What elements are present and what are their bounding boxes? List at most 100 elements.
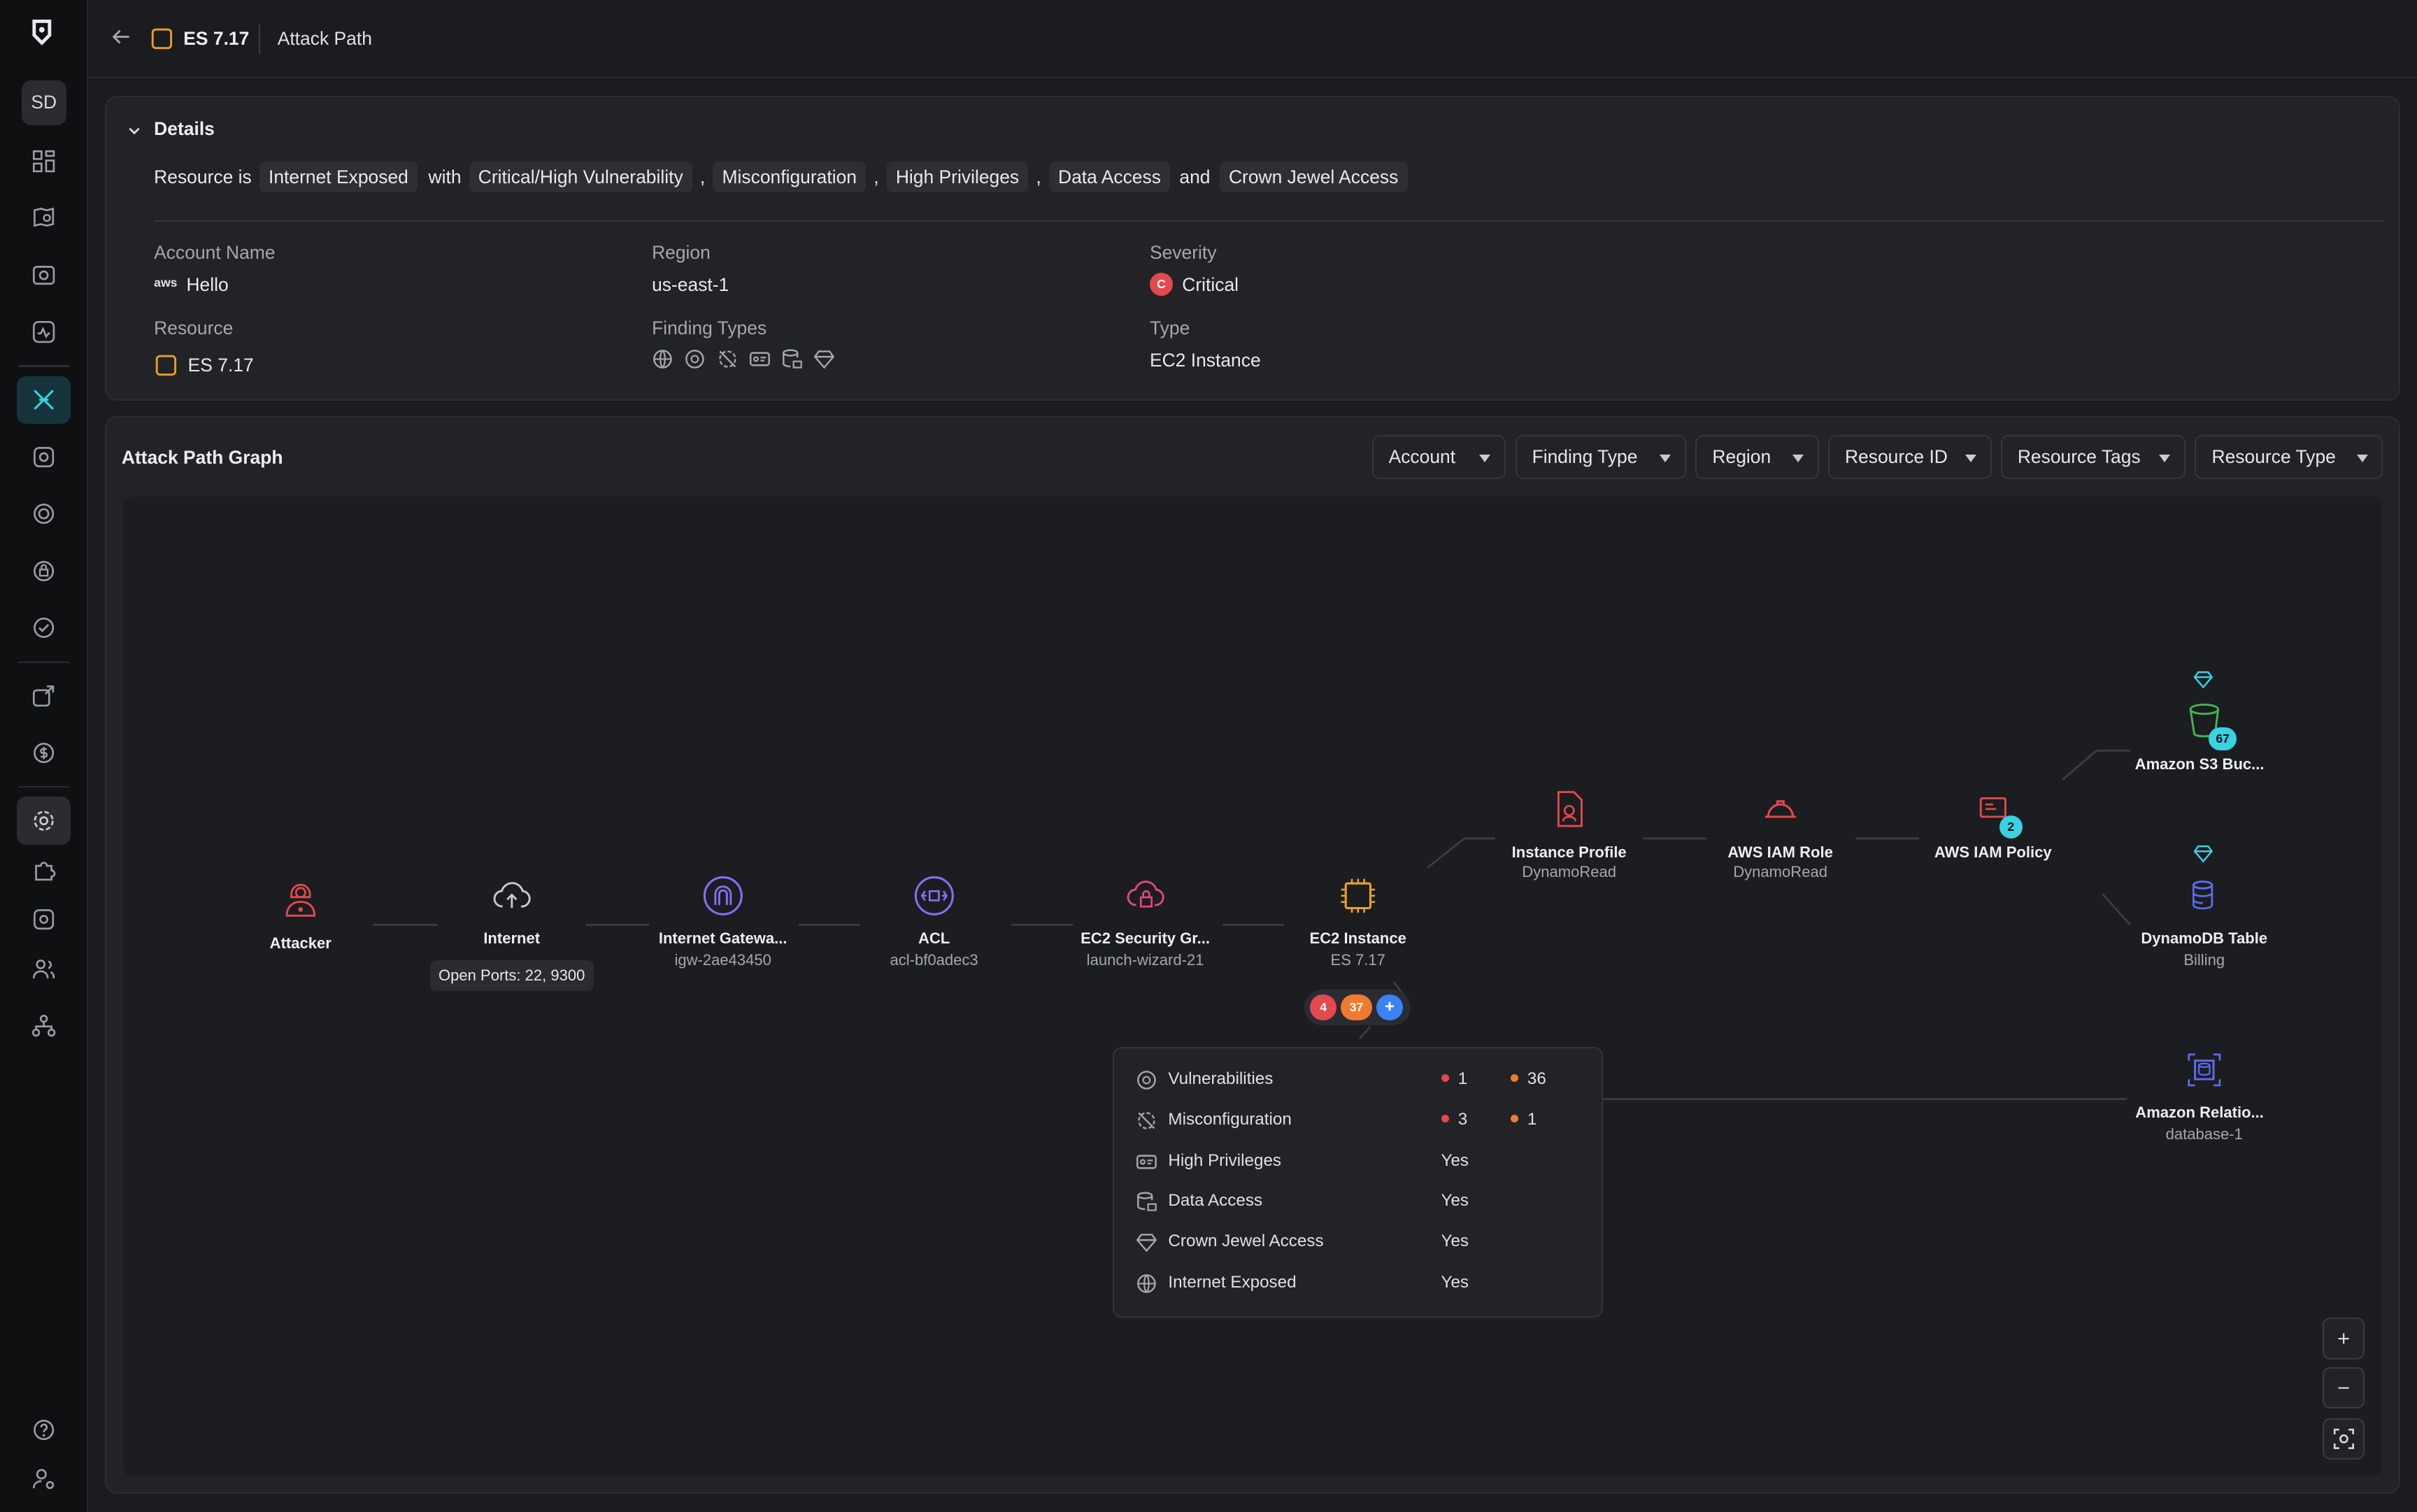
divider (259, 24, 261, 55)
account-name-value: Hello (186, 274, 229, 296)
finding-types-label: Finding Types (652, 317, 767, 338)
popover-value: Yes (1441, 1273, 1469, 1292)
sidebar: SD (0, 0, 88, 1512)
popover-label: Crown Jewel Access (1168, 1231, 1324, 1250)
high-count-badge: 37 (1341, 994, 1372, 1021)
popover-label: Misconfiguration (1168, 1109, 1292, 1129)
filter-account-label: Account (1388, 445, 1456, 467)
data-access-icon (1137, 1192, 1157, 1212)
internet-gateway-icon[interactable] (701, 874, 745, 918)
bug-icon[interactable] (17, 433, 71, 480)
popover-label: Internet Exposed (1168, 1273, 1297, 1292)
settings-gear-icon[interactable] (17, 797, 71, 845)
fit-view-icon (2333, 1428, 2354, 1449)
caret-down-icon (2356, 454, 2368, 462)
ec2-chip-icon (151, 28, 173, 50)
resource-name: ES 7.17 (183, 27, 250, 49)
s3-count-badge: 67 (2209, 727, 2237, 751)
inventory-search-icon[interactable] (17, 194, 71, 242)
user-settings-icon[interactable] (17, 1455, 71, 1503)
findings-popover: Vulnerabilities 1 36 Misconfiguration 3 … (1113, 1046, 1604, 1318)
region-value: us-east-1 (652, 274, 729, 296)
caret-down-icon (2159, 454, 2171, 462)
help-icon[interactable] (17, 1406, 71, 1453)
node-attacker-title: Attacker (269, 934, 331, 952)
filter-resource-tags[interactable]: Resource Tags (2000, 434, 2186, 480)
share-icon[interactable] (17, 672, 71, 720)
ec2-chip-icon (155, 355, 177, 376)
region-label: Region (652, 241, 711, 263)
popover-value: Yes (1441, 1231, 1469, 1250)
node-sg-sub: launch-wizard-21 (1086, 950, 1204, 969)
security-group-icon[interactable] (1124, 874, 1167, 918)
logo-icon[interactable] (28, 18, 56, 46)
node-s3-title: Amazon S3 Buc... (2134, 755, 2265, 773)
target-icon[interactable] (17, 490, 71, 538)
resource-label: Resource (154, 317, 234, 338)
popover-row-vulnerabilities: Vulnerabilities 1 36 (1136, 1068, 1583, 1092)
puzzle-icon[interactable] (17, 846, 71, 894)
filter-resource-id-label: Resource ID (1844, 445, 1948, 467)
popover-label: Vulnerabilities (1168, 1069, 1274, 1089)
camera-icon[interactable] (17, 251, 71, 299)
attack-path-icon[interactable] (17, 376, 71, 425)
filter-resource-type[interactable]: Resource Type (2195, 434, 2383, 480)
rds-icon[interactable] (2183, 1048, 2226, 1092)
divider (154, 220, 2385, 222)
ec2-instance-icon[interactable] (1336, 874, 1380, 918)
filter-resource-id[interactable]: Resource ID (1827, 434, 1992, 480)
node-acl-title: ACL (918, 929, 950, 947)
filter-account[interactable]: Account (1371, 434, 1506, 480)
critical-severity-icon: C (1149, 272, 1173, 296)
account-name-label: Account Name (154, 241, 276, 263)
filter-region[interactable]: Region (1695, 434, 1819, 480)
activity-icon[interactable] (17, 308, 71, 356)
iam-role-hardhat-icon[interactable] (1759, 787, 1802, 831)
fit-view-button[interactable] (2323, 1418, 2365, 1460)
node-policy-title: AWS IAM Policy (1934, 843, 2052, 861)
instance-profile-icon[interactable] (1548, 787, 1591, 831)
open-ports-label: Open Ports: 22, 9300 (429, 960, 594, 992)
chevron-down-icon[interactable] (127, 117, 142, 135)
sentence-comma: , (699, 166, 706, 187)
internet-exposed-icon (1137, 1274, 1156, 1294)
dynamodb-icon[interactable] (2183, 874, 2226, 918)
users-icon[interactable] (17, 945, 71, 992)
acl-icon[interactable] (913, 874, 956, 918)
dashboard-icon[interactable] (17, 137, 71, 185)
node-ec2-sub: ES 7.17 (1330, 950, 1385, 969)
node-rds-title: Amazon Relatio... (2135, 1104, 2264, 1122)
chip-high-privileges: High Privileges (886, 162, 1029, 193)
lock-icon[interactable] (17, 547, 71, 594)
caret-down-icon (1660, 454, 1671, 462)
popover-row-high-privileges: High Privileges Yes (1136, 1150, 1583, 1174)
crown-jewel-icon (2193, 667, 2213, 689)
cost-icon[interactable] (17, 729, 71, 776)
popover-label: High Privileges (1168, 1151, 1282, 1171)
internet-exposed-icon (653, 349, 672, 369)
iam-policy-icon[interactable] (1972, 787, 2015, 831)
zoom-out-button[interactable]: − (2323, 1367, 2365, 1409)
filter-finding-type[interactable]: Finding Type (1515, 434, 1687, 480)
scan-icon[interactable] (17, 896, 71, 943)
chip-data-access: Data Access (1048, 162, 1171, 193)
sentence-comma: , (1036, 166, 1041, 187)
critical-count-badge: 4 (1310, 994, 1336, 1021)
node-profile-title: Instance Profile (1511, 843, 1627, 861)
crown-jewel-icon (2193, 841, 2213, 863)
vulnerability-icon (685, 349, 705, 369)
attacker-icon[interactable] (279, 876, 322, 919)
details-panel: Details Resource is Internet Exposed wit… (104, 95, 2400, 401)
caret-down-icon (1965, 454, 1976, 462)
popover-value: Yes (1441, 1151, 1469, 1171)
zoom-in-button[interactable]: + (2323, 1318, 2365, 1360)
filter-region-label: Region (1712, 445, 1771, 467)
node-internet-title: Internet (483, 929, 541, 947)
check-circle-icon[interactable] (17, 604, 71, 652)
org-tree-icon[interactable] (17, 1002, 71, 1050)
avatar[interactable]: SD (21, 80, 66, 125)
back-arrow-icon[interactable] (109, 24, 134, 49)
sentence-and: and (1179, 166, 1211, 187)
expand-plus-button[interactable]: + (1376, 994, 1403, 1021)
cloud-upload-icon[interactable] (490, 876, 534, 919)
